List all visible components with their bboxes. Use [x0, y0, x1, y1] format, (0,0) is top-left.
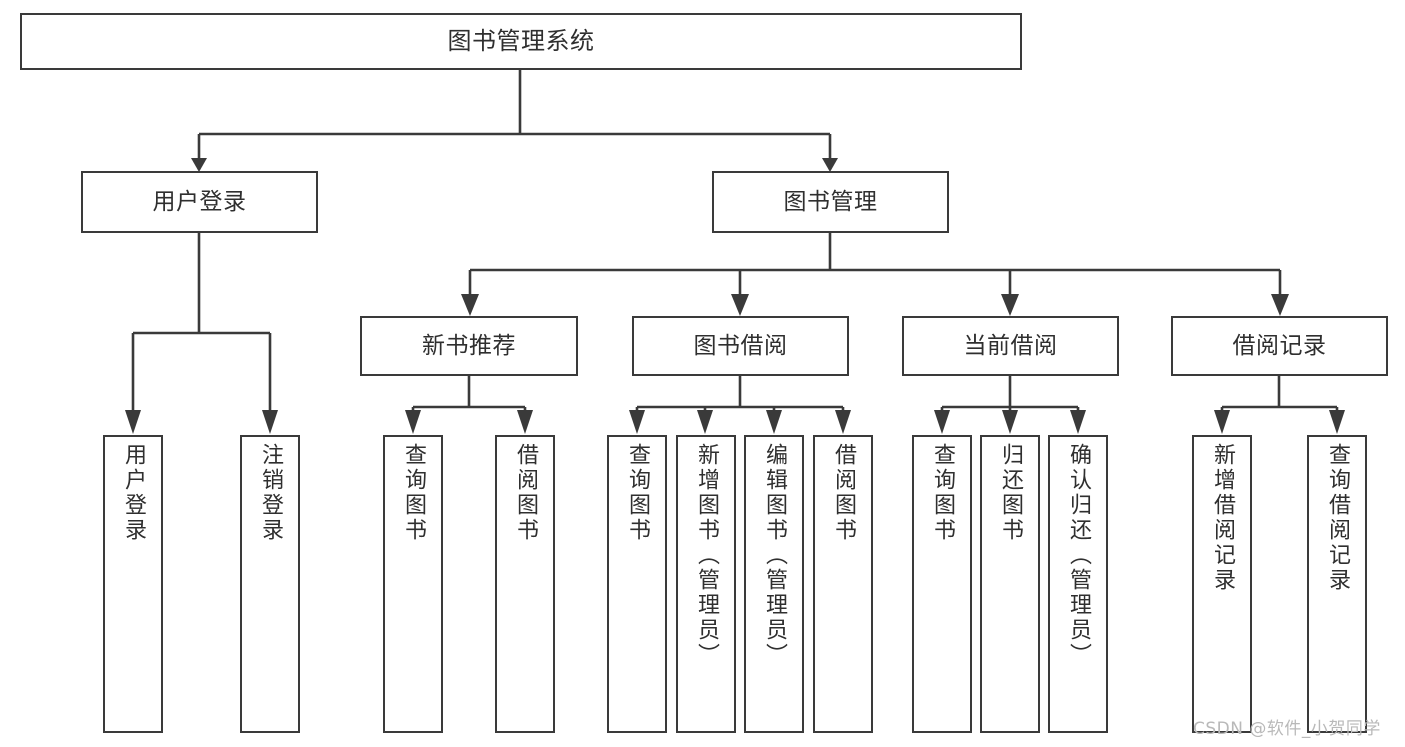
- node-leaf-add-book-admin[interactable]: 新增图书（管理员）: [676, 435, 736, 733]
- node-label: 编辑图书（管理员）: [762, 443, 787, 668]
- node-label: 查询图书: [625, 443, 650, 543]
- node-new-book-recommend[interactable]: 新书推荐: [360, 316, 578, 376]
- node-leaf-logout[interactable]: 注销登录: [240, 435, 300, 733]
- node-leaf-edit-book-admin[interactable]: 编辑图书（管理员）: [744, 435, 804, 733]
- node-label: 图书管理系统: [447, 26, 595, 55]
- node-label: 借阅记录: [1232, 332, 1327, 359]
- node-label: 查询借阅记录: [1325, 443, 1350, 593]
- node-label: 查询图书: [930, 443, 955, 543]
- node-label: 图书借阅: [693, 332, 788, 359]
- node-label: 确认归还（管理员）: [1066, 443, 1091, 668]
- node-leaf-query-borrow-record[interactable]: 查询借阅记录: [1307, 435, 1367, 733]
- node-label: 新书推荐: [422, 332, 516, 359]
- node-label: 当前借阅: [963, 332, 1058, 359]
- node-leaf-query-book-borrow[interactable]: 查询图书: [607, 435, 667, 733]
- node-leaf-query-book-recommend[interactable]: 查询图书: [383, 435, 443, 733]
- node-label: 新增图书（管理员）: [694, 443, 719, 668]
- csdn-watermark: CSDN @软件_小贺同学: [1193, 719, 1381, 739]
- node-label: 新增借阅记录: [1210, 443, 1235, 593]
- node-label: 借阅图书: [513, 443, 538, 543]
- node-leaf-borrow-book[interactable]: 借阅图书: [813, 435, 873, 733]
- node-leaf-return-book[interactable]: 归还图书: [980, 435, 1040, 733]
- node-label: 用户登录: [152, 188, 247, 215]
- node-root-system[interactable]: 图书管理系统: [20, 13, 1022, 70]
- node-leaf-confirm-return-admin[interactable]: 确认归还（管理员）: [1048, 435, 1108, 733]
- node-label: 注销登录: [258, 443, 283, 543]
- node-leaf-borrow-book-recommend[interactable]: 借阅图书: [495, 435, 555, 733]
- node-borrow-record[interactable]: 借阅记录: [1171, 316, 1388, 376]
- node-book-borrow[interactable]: 图书借阅: [632, 316, 849, 376]
- node-leaf-user-login[interactable]: 用户登录: [103, 435, 163, 733]
- node-label: 查询图书: [401, 443, 426, 543]
- node-current-borrow[interactable]: 当前借阅: [902, 316, 1119, 376]
- node-label: 图书管理: [783, 188, 878, 215]
- node-book-management[interactable]: 图书管理: [712, 171, 949, 233]
- node-label: 归还图书: [998, 443, 1023, 543]
- node-leaf-query-book-current[interactable]: 查询图书: [912, 435, 972, 733]
- node-label: 借阅图书: [831, 443, 856, 543]
- node-label: 用户登录: [121, 443, 146, 543]
- node-leaf-add-borrow-record[interactable]: 新增借阅记录: [1192, 435, 1252, 733]
- node-user-login[interactable]: 用户登录: [81, 171, 318, 233]
